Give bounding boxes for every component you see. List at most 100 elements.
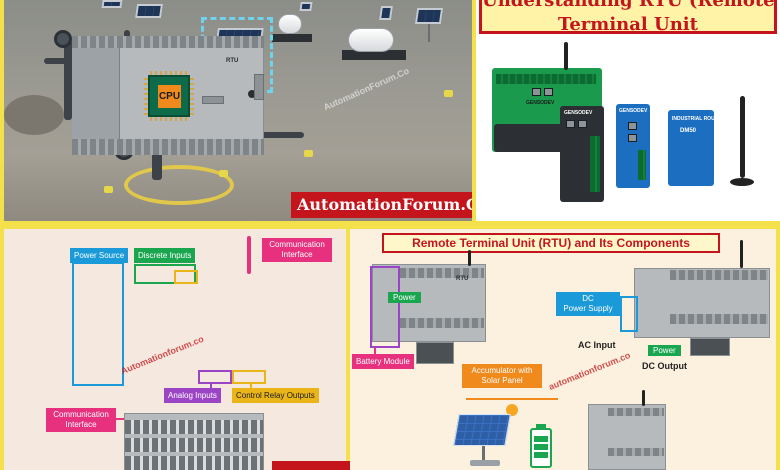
panel-stand [482,446,485,462]
tank-skid [272,34,312,42]
tag-line: Communication [53,410,109,419]
terminal-strip [400,318,484,328]
terminal-strip [670,314,768,324]
discrete-inputs-tag: Discrete Inputs [134,248,196,263]
ethernet-port [628,122,637,130]
connector-line [374,348,376,356]
terminal-strip [590,136,600,192]
tag-line: Solar Panel [481,376,523,385]
ethernet-port [532,88,541,96]
device-brand-label: GENSODEV [619,108,648,114]
relay-outputs-highlight [232,370,266,384]
solar-panel [101,0,123,8]
accumulator-tag: Accumulator with Solar Panel [462,364,542,388]
cpu-pins [150,117,188,121]
communication-interface-tag-bottom: Communication Interface [46,408,116,432]
side-slot [254,74,264,100]
router-model: DM50 [680,128,697,134]
connector-line [250,384,252,390]
power-source-highlight [72,262,124,386]
power-supply-module [72,45,120,155]
ethernet-port [578,120,587,128]
cpu-pins [150,71,188,75]
gateway-device: GENSODEV [616,104,650,188]
antenna [564,42,568,70]
terminal-strip [496,74,596,84]
connector-line [210,384,212,390]
power-source-tag: Power Source [70,248,129,263]
antenna [642,390,645,406]
valve-wheel [54,30,72,48]
chemical-tank [278,14,302,34]
battery-icon [530,428,552,468]
status-knob [248,90,256,98]
battery-bar [534,452,548,458]
solar-panel [299,2,313,11]
page-title-line-1: Understanding RTU (Remote [482,0,775,11]
terminal-strip [125,456,263,470]
ethernet-port [566,120,575,128]
rear-wellhead-pipe [64,40,72,120]
rtu-device-base [494,124,564,152]
tag-line: Interface [281,250,313,259]
power-label: Power [388,292,421,303]
tag-line: DC [582,294,594,303]
photo-watermark: AutomationForum.Co [321,65,411,113]
terminal-strip [638,150,646,180]
battery-bar [534,436,548,442]
components-section-title: Remote Terminal Unit (RTU) and Its Compo… [382,233,720,253]
terminal-strip [400,268,484,278]
connector-line [466,398,558,400]
terminal-strip [125,420,263,434]
dc-supply-highlight [620,296,638,332]
rtu-bottom-terminals [72,139,264,155]
solar-panel-icon [453,414,511,446]
rtu-mount [690,338,730,356]
antenna [468,250,471,266]
tag-line: Power Supply [563,304,613,313]
external-antenna [740,96,745,178]
control-relay-outputs-tag: Control Relay Outputs [232,388,319,403]
brand-badge: AutomationForum.Co [291,192,472,218]
rtu-top-terminals [72,36,264,48]
cpu-pins [144,77,148,115]
rtu-label: RTU [226,58,239,64]
solar-panel [379,6,393,20]
dc-power-supply-tag: DC Power Supply [556,292,620,316]
battery-module-tag: Battery Module [352,354,414,369]
sun-icon [506,404,518,416]
yellow-marker [219,170,228,177]
antenna-stub [247,236,251,274]
solar-panel [135,4,163,18]
industrial-router: INDUSTRIAL ROUTER DM50 [668,110,725,186]
device-brand-label: GENSODEV [564,110,593,116]
yellow-marker [304,150,313,157]
battery-module-highlight [370,266,400,348]
cpu-pins [190,77,194,115]
yellow-ground-ring [124,165,234,205]
rtu-device-tall: GENSODEV [560,106,604,202]
panel-base [470,460,500,466]
antenna [740,240,743,268]
solar-panel [414,8,444,24]
panel-pole [428,24,430,42]
yellow-marker [444,90,453,97]
discrete-inputs-highlight [134,264,196,284]
power-label-2: Power [648,345,681,356]
cpu-label: CPU [158,85,181,108]
battery-bar [534,444,548,450]
dc-output-label: DC Output [642,361,687,371]
router-label: INDUSTRIAL ROUTER [672,116,725,122]
terminal-strip [608,448,664,456]
tag-line: Communication [269,240,325,249]
device-brand-label: GENSODEV [526,100,555,106]
ethernet-port [628,134,637,142]
rtu-mount [416,342,454,364]
tag-line: Interface [65,420,97,429]
ethernet-port [544,88,553,96]
tag-line: Accumulator with [471,366,533,375]
analog-inputs-highlight [198,370,232,384]
tank-skid [342,50,406,60]
cpu-chip: CPU [148,75,190,117]
